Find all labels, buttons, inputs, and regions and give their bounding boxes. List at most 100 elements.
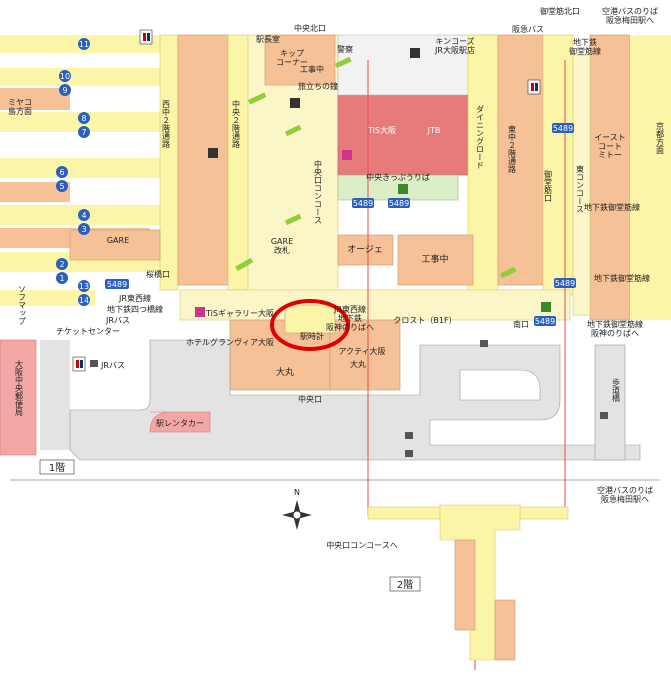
platform-number: 1 [59, 274, 64, 283]
label-kyoto-homen: 京都方面 [656, 121, 665, 155]
label-chuo-guchi: 中央口 [298, 394, 322, 404]
label-kuko-bus: 空港バスのりば阪急梅田駅へ [602, 6, 658, 25]
label-ticket-center: チケットセンター [56, 327, 120, 336]
platform-number-icon: 11 [78, 38, 90, 50]
label-dining-road: ダイニングロード [476, 104, 485, 169]
label-yotsubashi: 地下鉄四つ橋線 [107, 304, 163, 314]
toilet-icon [139, 29, 153, 45]
elevator-icon [410, 48, 420, 58]
north-office [264, 34, 336, 86]
compass-icon: N [282, 488, 312, 530]
label-hankyu-bus: 阪急バス [512, 24, 544, 34]
bus-icon [405, 450, 413, 457]
exit-badge-icon: 5489 [552, 123, 574, 133]
escalator-icon [284, 213, 302, 226]
exit-badge-icon: 5489 [534, 316, 556, 326]
stairs-icon [195, 307, 205, 317]
label-ts-osaka: TiS大阪 [367, 125, 396, 135]
south-passage [179, 289, 571, 321]
exit-icon [541, 302, 551, 312]
label-koji-chu-n: 工事中 [300, 64, 324, 74]
floor-box-2 [389, 576, 421, 592]
bus-icon [405, 432, 413, 439]
platform-number-icon: 6 [56, 166, 68, 178]
platform-number: 8 [81, 114, 86, 123]
platform-number-icon: 7 [78, 126, 90, 138]
platform-number-icon: 1 [56, 272, 68, 284]
label-tabidachi: 旅立ちの鐘 [298, 81, 338, 91]
platform-number: 3 [81, 225, 86, 234]
exit-icon [398, 184, 408, 194]
label-chikatetsu-midosuji2: 地下鉄御堂筋線 [594, 273, 650, 283]
east-court [589, 34, 631, 321]
platform-number-icon: 2 [56, 258, 68, 270]
west-shops [177, 34, 229, 286]
bus-icon [600, 412, 608, 419]
sidewalk-right [594, 344, 626, 461]
bus-icon [480, 340, 488, 347]
chuo2-corridor [227, 34, 249, 291]
label-chuo-concourse-he: 中央口コンコースへ [326, 540, 398, 550]
label-jtb: JTB [427, 126, 441, 135]
platform-number-icon: 4 [78, 209, 90, 221]
elevator-icon [208, 148, 218, 158]
bus-numbers: 13 14 [78, 280, 90, 306]
label-midosuji-kitaguchi: 御堂筋北口 [540, 6, 580, 16]
highlight-circle [270, 299, 350, 351]
platform-number-icon: 3 [78, 223, 90, 235]
platform-number-icon: 10 [59, 70, 71, 82]
daimaru-block [329, 319, 401, 391]
escalator-icon [235, 257, 254, 272]
west-corridor [159, 34, 179, 291]
exit-badge: 5489 [107, 280, 127, 289]
exit-badge-icon: 5489 [352, 198, 374, 208]
roads [0, 339, 660, 481]
label-crysta-b1: クロスト（B1F） [393, 316, 456, 325]
oje-block [337, 234, 394, 266]
east-shops [497, 34, 544, 286]
east-corridor [542, 34, 574, 296]
ts-osaka-block [337, 94, 469, 176]
south-construction [397, 234, 474, 286]
label-tis-gallery: TiSギャラリー大阪 [205, 308, 274, 318]
label-gare: GARE [107, 236, 129, 245]
platform-band [0, 290, 95, 306]
platform-number: 7 [81, 128, 86, 137]
platform-number: 2 [59, 260, 64, 269]
label-sakurabashi: 桜橋口 [146, 269, 170, 279]
escalator-icon [247, 92, 267, 105]
platform-band-orange [0, 228, 70, 248]
label-hotel-granvia: ホテルグランヴィア大阪 [186, 337, 274, 347]
bus-number: 13 [79, 282, 89, 291]
label-east-court: イーストコートミトー [594, 133, 626, 160]
floor-label-2: 2階 [397, 579, 413, 591]
label-higashi-naka2: 東中２階通路 [508, 124, 517, 173]
label-chikatetsu-midosuji: 地下鉄御堂筋線 [569, 37, 601, 56]
platform-band-orange [0, 88, 70, 110]
label-eki-dokei: 駅時計 [300, 331, 324, 341]
label-miyakojima: ミヤコ島方面 [8, 98, 32, 116]
platform-band [0, 68, 160, 86]
label-chikatetsu-midosuji4: 地下鉄御堂筋線 [584, 202, 640, 212]
exit-badge-icon: 5489 [554, 278, 576, 288]
label-kuko-bus2: 空港バスのりば阪急梅田駅へ [597, 485, 653, 504]
platform-number: 4 [81, 211, 86, 220]
platform-number: 6 [59, 168, 64, 177]
label-chikatetsu-midosuji3: 地下鉄御堂筋線阪神のりばへ [587, 319, 643, 338]
label-jr-tozai-chika: JR東西線地下鉄 [333, 304, 366, 323]
platforms [0, 35, 160, 306]
upper-shop2 [494, 599, 516, 661]
exit-badge: 5489 [555, 279, 575, 288]
bus-number-icon: 14 [78, 294, 90, 306]
label-osaka-post: 大阪中央郵便局 [15, 359, 24, 417]
label-daimaru: 大丸 [276, 366, 294, 378]
upper-shop [454, 539, 476, 631]
floor-label-1: 1階 [49, 462, 65, 474]
label-jr-bus: JRバス [105, 316, 130, 325]
road-left [40, 340, 70, 450]
label-chuo-concourse: 中央口コンコース [314, 159, 323, 224]
gare-block [69, 229, 161, 261]
clock-box [284, 304, 336, 334]
concourse [69, 34, 671, 391]
